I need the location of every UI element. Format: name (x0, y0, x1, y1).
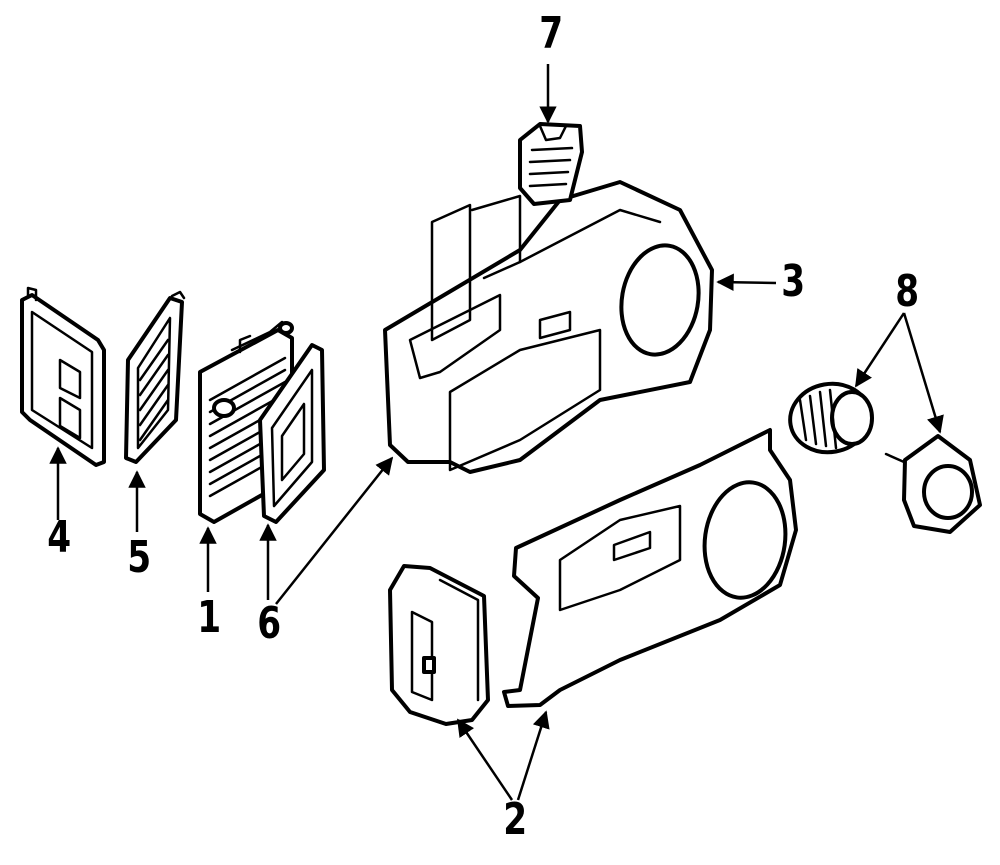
part-7-resistor (518, 122, 584, 206)
leader-2a (456, 718, 514, 801)
callout-8: 8 (895, 266, 919, 317)
callout-3: 3 (781, 256, 805, 307)
callout-6: 6 (257, 598, 281, 649)
leader-lines (49, 64, 944, 801)
callout-7: 7 (539, 8, 563, 59)
callout-4: 4 (47, 512, 71, 563)
leader-6b (275, 456, 394, 605)
leader-8b (902, 312, 944, 434)
part-2-lower-case (502, 428, 798, 708)
part-8-blower-motor (884, 434, 982, 534)
leader-8a (854, 312, 906, 388)
part-8-blower-wheel (788, 381, 874, 455)
callout-5: 5 (127, 532, 151, 583)
callout-2: 2 (503, 794, 527, 845)
callout-1: 1 (197, 592, 221, 643)
leader-3 (716, 273, 777, 292)
part-5-filter-screen (124, 290, 186, 464)
part-2-side-panel (388, 564, 490, 726)
part-6-seal (258, 343, 326, 524)
leader-2b (516, 710, 550, 801)
part-3-upper-case (383, 180, 714, 474)
part-4-filter-frame (20, 286, 106, 467)
